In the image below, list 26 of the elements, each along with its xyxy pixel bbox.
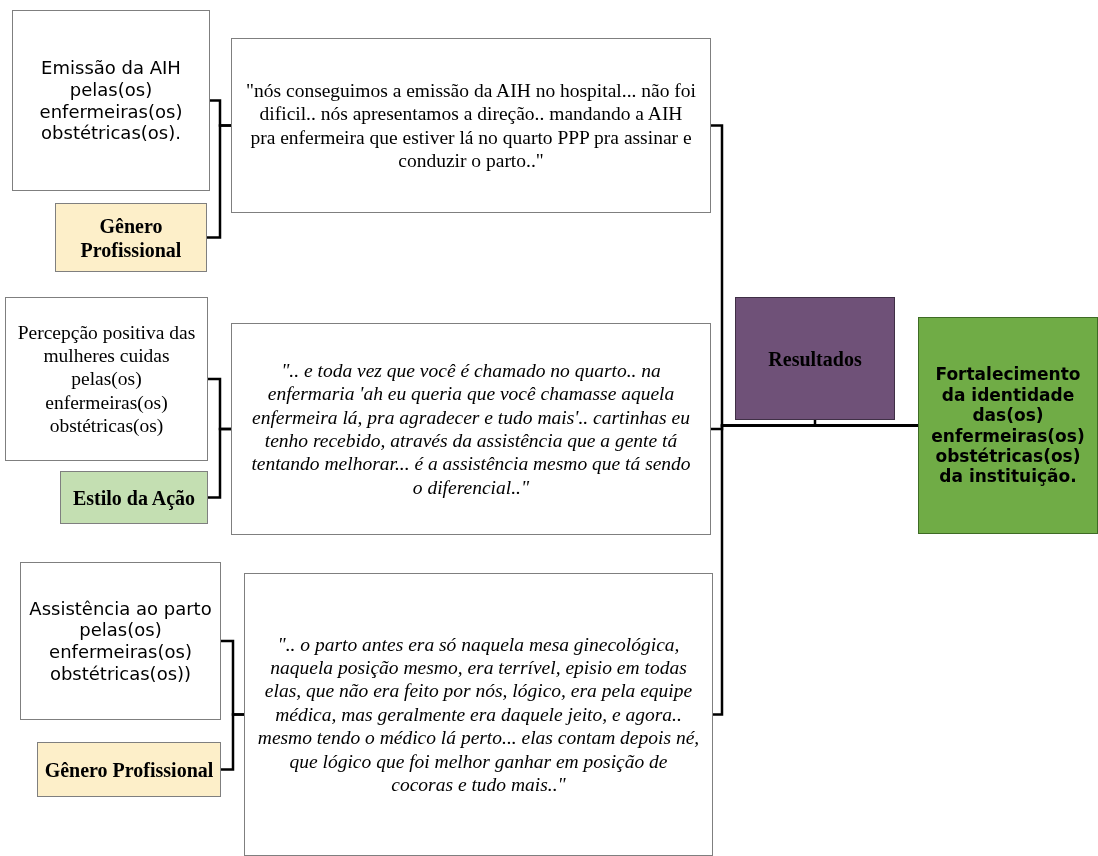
category-box [60,471,208,524]
connector-line [208,427,231,499]
connector-line [813,420,918,427]
connector-line [207,124,231,239]
quote-text: ".. e toda vez que você é chamado no quarto.. na enfermaria 'ah eu queria que você chamasse aquela enfermeira lá, pra agradecer e tudo mais'.. cartinhas eu tenho recebido, através da assistência que a gente tá tentando melhorar... é a assistência mesmo que tá sendo o diferencial.." [250,358,692,500]
topic-text: Emissão da AIH pelas(os) enfermeiras(os) obstétricas(os). [38,57,184,144]
topic-box [5,297,208,461]
topic-text: Assistência ao parto pelas(os) enfermeiras(os) obstétricas(os)) [28,597,213,685]
outcome-box [918,317,1098,534]
quote-box [244,573,713,856]
topic-box [20,562,221,720]
quote-text: ".. o parto antes era só naquela mesa ginecológica, naquela posição mesmo, era terrível, episio em todas elas, que não era feito por nós, lógico, era pela equipe médica, mas geralmente era daquele jeito, e agora.. mesmo tendo o médico lá perto... elas contam depois né, que lógico que foi melhor ganhar em posição de cocoras e tudo mais.." [257,632,700,797]
category-text: Gênero Profissional [79,213,183,262]
category-box [37,742,221,797]
outcome-text: Fortalecimento da identidade das(os) enfermeiras(os) obstétricas(os) da instituição. [930,364,1086,487]
category-text: Gênero Profissional [44,758,214,781]
topic-text: Percepção positiva das mulheres cuidas pelas(os) enfermeiras(os) obstétricas(os) [16,320,197,438]
quote-box [231,323,711,535]
topic-box [12,10,210,191]
category-box [55,203,207,272]
connector-line [221,713,244,771]
category-text: Estilo da Ação [72,486,196,509]
quote-box [231,38,711,213]
results-text: Resultados [768,346,862,371]
quote-text: "nós conseguimos a emissão da AIH no hospital... não foi dificil.. nós apresentamos a direção.. mandando a AIH pra enfermeira que estiver lá no quarto PPP pra assinar e conduzir o parto.." [246,78,696,173]
results-box [735,297,895,420]
